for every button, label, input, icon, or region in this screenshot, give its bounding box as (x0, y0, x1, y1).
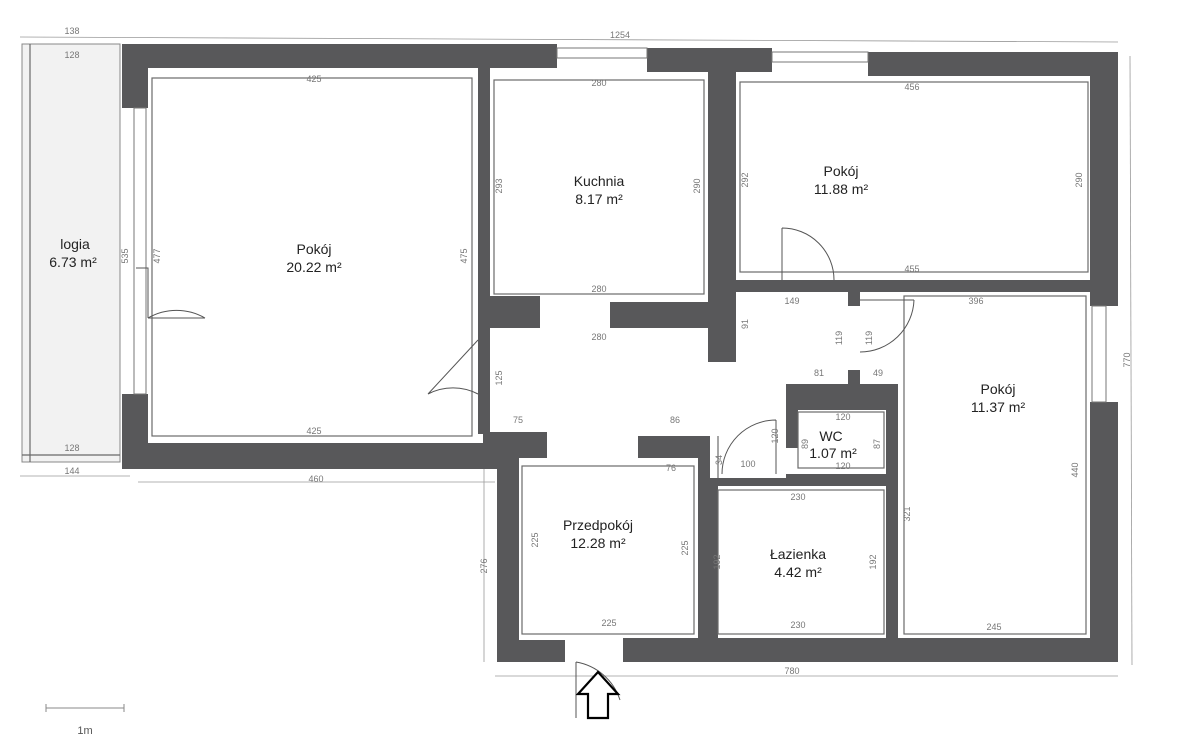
dim-loggia-ext: 144 (64, 466, 79, 476)
room-name-bath: Łazienka (770, 546, 826, 562)
dim-room-ne-top: 456 (904, 82, 919, 92)
dim-small-81: 81 (814, 368, 824, 378)
dim-hall-side-l: 225 (530, 532, 540, 547)
dim-loggia-inner: 128 (64, 50, 79, 60)
dim-top-total: 1254 (610, 30, 630, 40)
room-area-wc: 1.07 m² (809, 445, 857, 461)
doors (136, 227, 915, 718)
scale-label: 1m (77, 725, 92, 737)
room-area-bath: 4.42 m² (774, 564, 822, 580)
dim-top-loggia: 138 (64, 26, 79, 36)
dim-small-49: 49 (873, 368, 883, 378)
room-area-hall: 12.28 m² (570, 535, 626, 551)
loggia-area (21, 43, 121, 463)
dim-kitchen-left: 293 (494, 178, 504, 193)
dim-loggia-side: 535 (120, 248, 130, 263)
room-name-living: Pokój (296, 241, 331, 257)
room-area-loggia: 6.73 m² (49, 254, 97, 270)
room-area-kitchen: 8.17 m² (575, 191, 623, 207)
dim-living-top: 425 (306, 74, 321, 84)
room-name-hall: Przedpokój (563, 517, 633, 533)
dim-bath-right: 192 (868, 554, 878, 569)
dim-wc-left: 120 (770, 428, 780, 443)
dim-living-left: 477 (152, 248, 162, 263)
room-name-kitchen: Kuchnia (574, 173, 625, 189)
room-name-loggia: logia (60, 236, 90, 252)
dim-small-76: 76 (666, 463, 676, 473)
dim-bottom-left: 460 (308, 474, 323, 484)
room-area-se: 11.37 m² (971, 399, 1026, 415)
dim-bottom-right: 780 (784, 666, 799, 676)
dim-corr-119b: 119 (864, 331, 874, 345)
dim-room-se-left: 321 (902, 506, 912, 521)
dim-room-ne-bottom: 455 (904, 264, 919, 274)
dim-bath-left: 192 (712, 554, 722, 569)
dim-bath-top: 230 (790, 492, 805, 502)
room-outlines (151, 77, 1089, 635)
dim-hall-ext: 276 (479, 558, 489, 573)
windows (133, 47, 1107, 403)
dim-room-ne-left: 292 (740, 172, 750, 187)
dim-bath-bottom: 230 (790, 620, 805, 630)
dim-right-total: 770 (1122, 352, 1132, 367)
scale-bar: 1m (45, 704, 125, 737)
dim-small-34: 34 (714, 455, 724, 465)
dim-kitchen-top: 280 (591, 78, 606, 88)
dim-corr-119a: 119 (834, 331, 844, 345)
dim-corridor-top: 280 (591, 332, 606, 342)
dim-corr-91: 91 (740, 319, 750, 329)
dim-hall-bottom: 225 (601, 618, 616, 628)
dim-room-se-side: 440 (1070, 462, 1080, 477)
dim-hall-a: 75 (513, 415, 523, 425)
dim-hall-left-door: 125 (494, 370, 504, 385)
dim-loggia-bottom: 128 (64, 443, 79, 453)
dim-wc-inner: 89 (800, 439, 810, 449)
room-area-ne: 11.88 m² (814, 181, 869, 197)
dim-small-100: 100 (740, 459, 755, 469)
room-name-se: Pokój (980, 381, 1015, 397)
dim-living-bottom: 425 (306, 426, 321, 436)
room-name-ne: Pokój (823, 163, 858, 179)
dim-kitchen-right: 290 (692, 178, 702, 193)
dim-wc-top: 120 (835, 412, 850, 422)
dim-room-ne-right: 290 (1074, 172, 1084, 187)
dim-kitchen-bottom: 280 (591, 284, 606, 294)
room-name-wc: WC (819, 428, 842, 444)
dim-hall-b: 86 (670, 415, 680, 425)
dim-wc-bottom: 120 (835, 461, 850, 471)
dimension-labels: 1254 138 128 425 280 456 280 455 280 425… (64, 26, 1132, 676)
dimension-lines (19, 36, 1133, 677)
dim-hall-side-r: 225 (680, 540, 690, 555)
dim-room-se-bottom: 245 (986, 622, 1001, 632)
dim-corr-149: 149 (784, 296, 799, 306)
room-labels: logia 6.73 m² Pokój 20.22 m² Kuchnia 8.1… (49, 163, 1025, 580)
room-area-living: 20.22 m² (286, 259, 342, 275)
dim-room-se-top: 396 (968, 296, 983, 306)
walls (122, 44, 1118, 662)
dim-living-side: 475 (459, 248, 469, 263)
entrance-arrow-icon (575, 670, 621, 720)
dim-wc-side: 87 (872, 439, 882, 449)
